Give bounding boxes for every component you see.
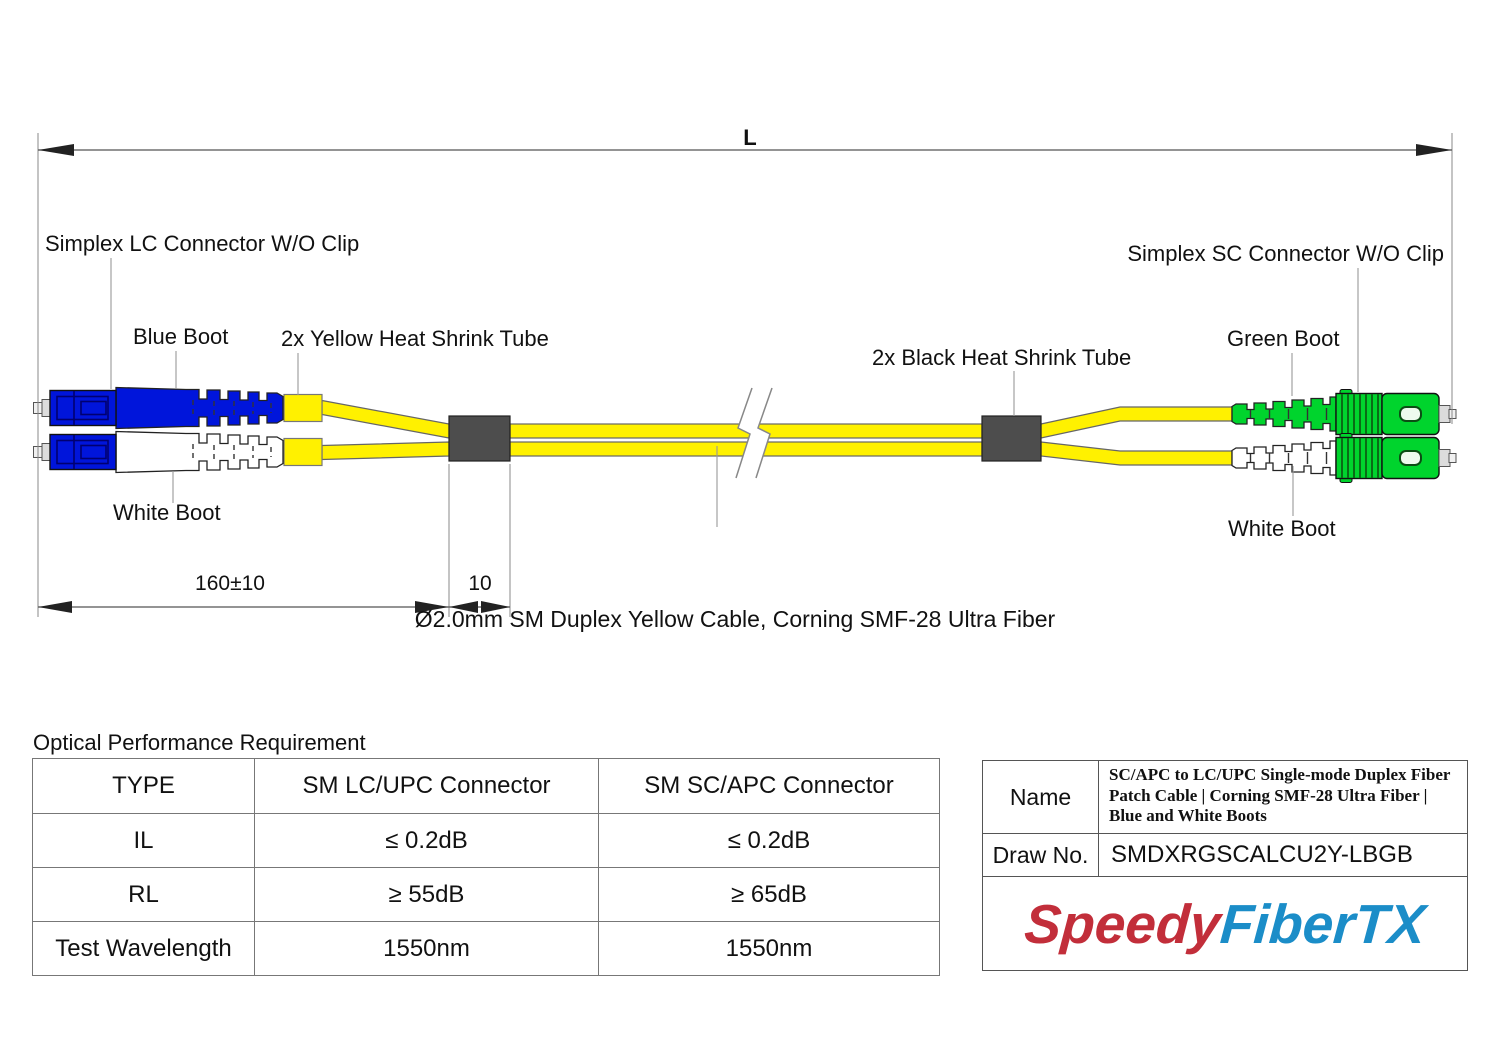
label-white-boot-right: White Boot [1228,516,1336,541]
boot-length-dimension: 160±10 10 [38,464,511,617]
label-blue-boot: Blue Boot [133,324,228,349]
overall-length-dimension: L [37,125,1453,617]
table-row: Test Wavelength 1550nm 1550nm [32,921,940,976]
yellow-heat-shrink-tubes [283,393,323,467]
drawno-label: Draw No. [983,834,1099,876]
perf-il-label: IL [32,813,255,868]
perf-rl-label: RL [32,867,255,922]
performance-table-title: Optical Performance Requirement [33,730,366,755]
label-white-boot-left: White Boot [113,500,221,525]
sc-connector-top [1231,388,1457,440]
perf-header-lc: SM LC/UPC Connector [254,758,599,814]
label-black-heat-shrink: 2x Black Heat Shrink Tube [872,345,1131,370]
logo-speedy: Speedy [1022,892,1223,955]
logo-fibertx: FiberTX [1218,892,1428,955]
perf-wavelength-sc: 1550nm [598,921,940,976]
perf-header-sc: SM SC/APC Connector [598,758,940,814]
label-yellow-heat-shrink: 2x Yellow Heat Shrink Tube [281,326,549,351]
info-name-row: Name SC/APC to LC/UPC Single-mode Duplex… [983,761,1467,834]
perf-il-lc: ≤ 0.2dB [254,813,599,868]
name-label: Name [983,761,1099,833]
label-green-boot: Green Boot [1227,326,1340,351]
info-drawno-row: Draw No. SMDXRGSCALCU2Y-LBGB [983,834,1467,877]
name-value: SC/APC to LC/UPC Single-mode Duplex Fibe… [1109,765,1451,826]
table-row: TYPE SM LC/UPC Connector SM SC/APC Conne… [32,758,940,814]
lc-connector-bottom [32,430,284,474]
dimension-L-label: L [743,125,756,150]
dimension-10-label: 10 [468,572,491,595]
optical-performance-table: TYPE SM LC/UPC Connector SM SC/APC Conne… [32,758,940,976]
perf-il-sc: ≤ 0.2dB [598,813,940,868]
leader-lines [110,258,1359,527]
label-sc-connector: Simplex SC Connector W/O Clip [1127,241,1444,266]
label-lc-connector: Simplex LC Connector W/O Clip [45,231,359,256]
info-table: Name SC/APC to LC/UPC Single-mode Duplex… [982,760,1468,971]
perf-wavelength-label: Test Wavelength [32,921,255,976]
perf-rl-lc: ≥ 55dB [254,867,599,922]
perf-rl-sc: ≥ 65dB [598,867,940,922]
perf-wavelength-lc: 1550nm [254,921,599,976]
drawno-value: SMDXRGSCALCU2Y-LBGB [1111,841,1413,868]
perf-header-type: TYPE [32,758,255,814]
table-row: RL ≥ 55dB ≥ 65dB [32,867,940,922]
sc-connector-bottom [1231,432,1457,484]
cable-spec-note: Ø2.0mm SM Duplex Yellow Cable, Corning S… [415,606,1056,632]
duplex-cable [321,399,1233,466]
black-heat-shrink-tubes [448,415,1042,462]
cable-diagram: L 160±10 10 Simplex LC Connec [32,125,1457,632]
lc-connector-top [32,386,284,430]
table-row: IL ≤ 0.2dB ≤ 0.2dB [32,813,940,868]
dimension-160-label: 160±10 [195,572,265,595]
break-symbol [735,387,773,479]
